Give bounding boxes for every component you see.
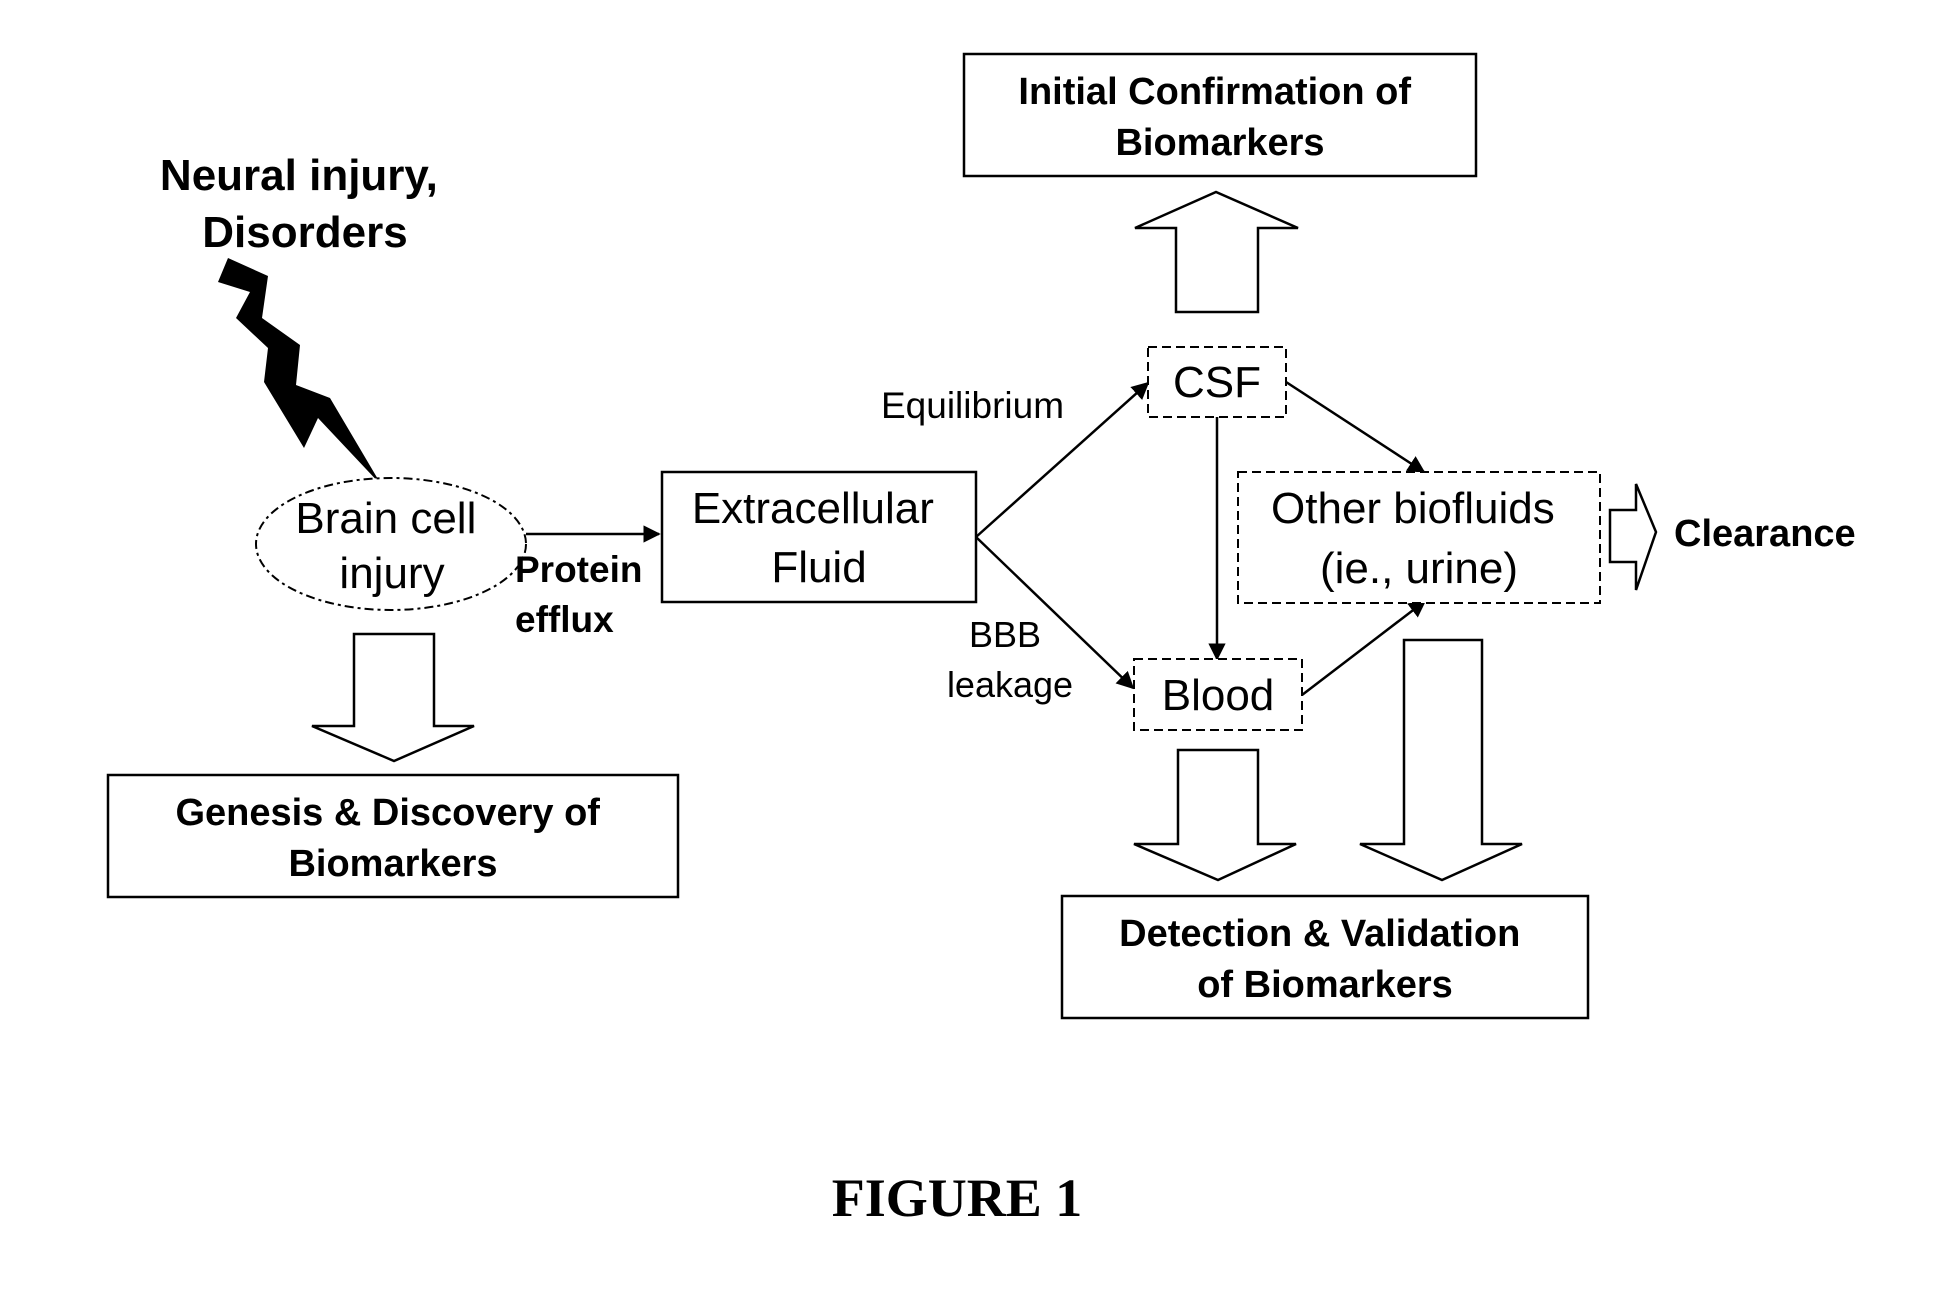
brain-cell-injury-line-1: Brain cell [295,494,476,543]
extracellular-fluid-line-1: Extracellular [692,484,934,533]
initial-confirmation-line-1: Initial Confirmation of [1018,71,1411,113]
genesis-discovery-line-1: Genesis & Discovery of [175,792,600,834]
other-biofluids-line-1: Other biofluids [1271,484,1555,533]
csf-label: CSF [1173,358,1261,407]
figure-caption: FIGURE 1 [832,1168,1083,1228]
bbb-leakage-line-2: leakage [947,664,1073,705]
blood-label: Blood [1162,671,1275,720]
biofluids-detection-block-arrow [1360,640,1522,880]
clearance-label: Clearance [1674,513,1856,555]
bbb-leakage-label: BBB leakage [947,614,1073,705]
other-biofluids-line-2: (ie., urine) [1320,544,1518,593]
bbb-leakage-line-1: BBB [969,614,1041,655]
brain-cell-injury-line-2: injury [339,549,444,598]
csf-line-1: CSF [1173,358,1261,407]
neural-injury-line-2: Disorders [202,208,407,257]
csf-to-other-biofluids-arrow [1286,382,1424,472]
neural-injury-line-1: Neural injury, [160,151,438,200]
protein-efflux-label: Protein efflux [515,549,653,640]
genesis-discovery-line-2: Biomarkers [288,843,497,885]
protein-efflux-line-2: efflux [515,599,614,640]
blood-line-1: Blood [1162,671,1275,720]
protein-efflux-line-1: Protein [515,549,642,590]
equilibrium-line-1: Equilibrium [881,385,1064,426]
extracellular-fluid-line-2: Fluid [771,543,866,592]
blood-detection-block-arrow [1134,750,1296,880]
lightning-bolt-icon [218,258,382,486]
equilibrium-label: Equilibrium [881,385,1064,426]
genesis-block-arrow [312,634,474,761]
clearance-line-1: Clearance [1674,513,1856,555]
initial-confirmation-block-arrow [1135,192,1298,312]
detection-validation-line-2: of Biomarkers [1197,964,1453,1006]
initial-confirmation-line-2: Biomarkers [1115,122,1324,164]
neural-injury-label: Neural injury, Disorders [160,151,450,257]
clearance-block-arrow [1610,484,1656,590]
detection-validation-line-1: Detection & Validation [1119,913,1520,955]
